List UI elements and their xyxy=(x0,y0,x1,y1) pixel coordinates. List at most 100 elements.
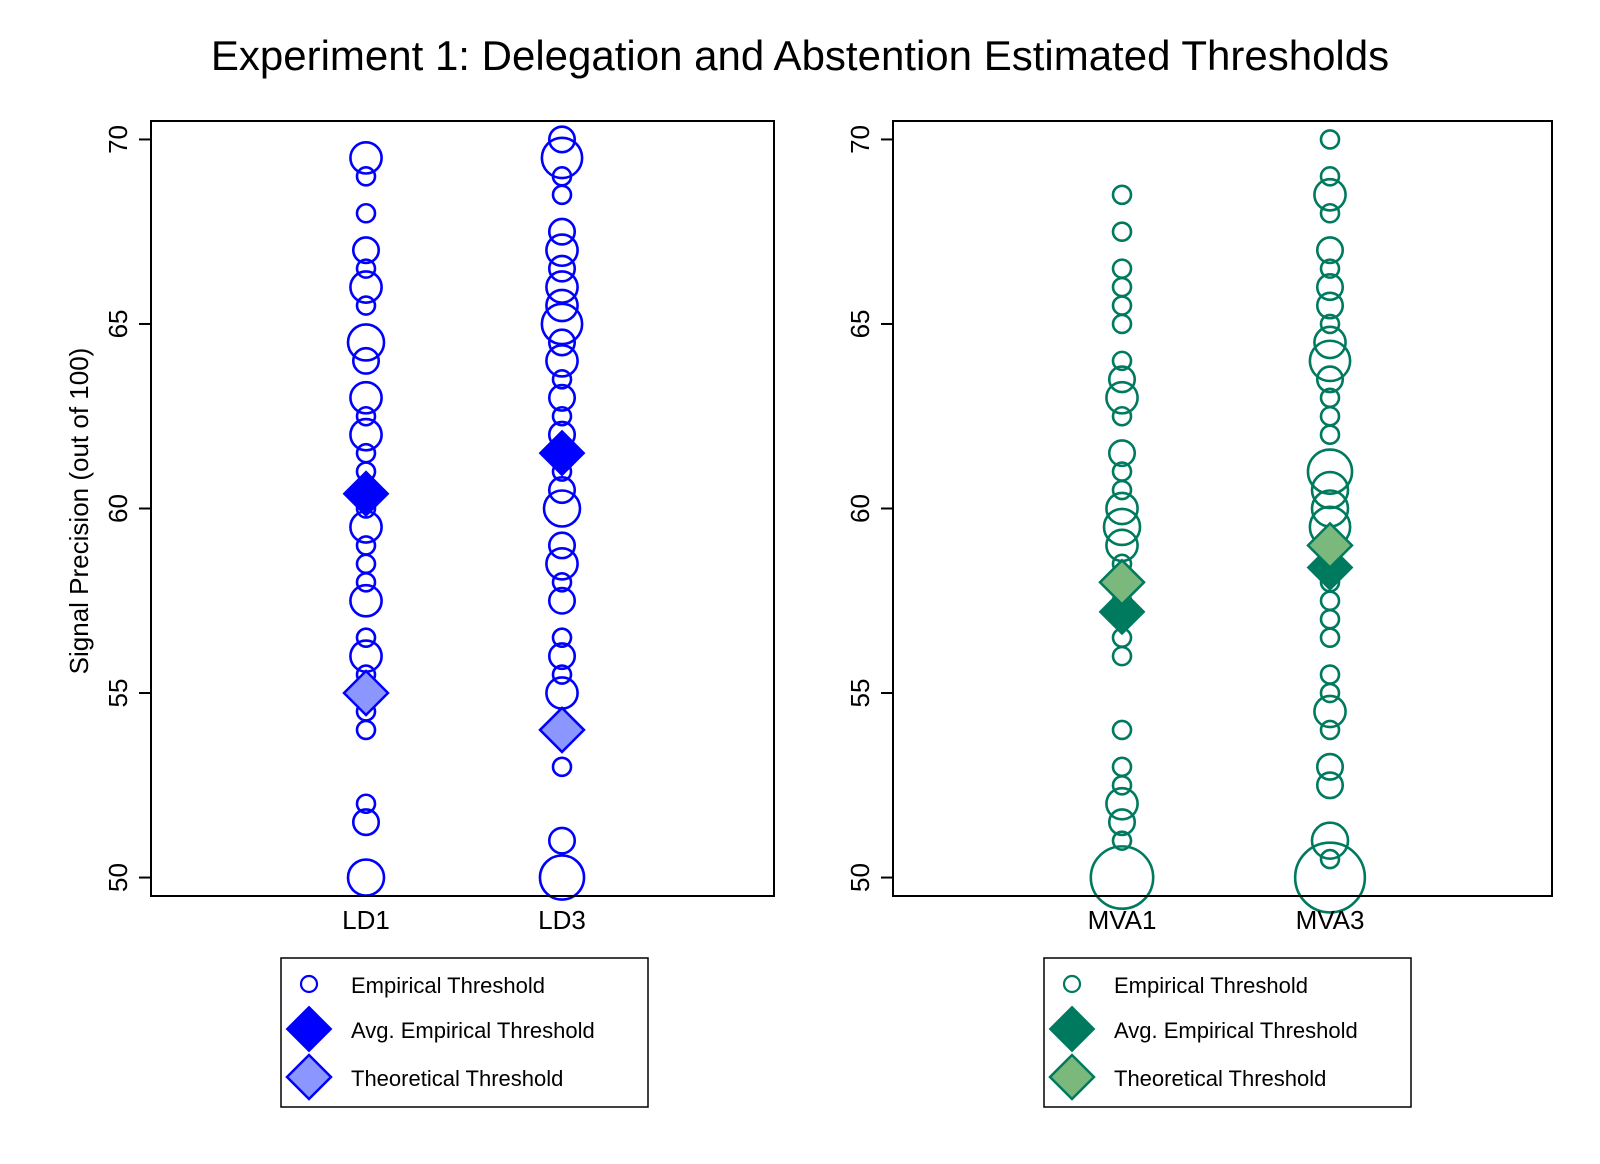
empirical-threshold-point xyxy=(1107,365,1137,394)
empirical-threshold-point xyxy=(1319,664,1341,685)
empirical-threshold-point xyxy=(1313,694,1347,729)
legend-theoretical-marker xyxy=(285,1053,333,1101)
empirical-threshold-point xyxy=(1310,821,1350,860)
empirical-threshold-point xyxy=(1315,291,1345,320)
empirical-threshold-point xyxy=(547,531,577,560)
legend-empirical-marker xyxy=(1062,974,1082,994)
plot-area-left xyxy=(150,120,775,897)
legend-entry-label: Avg. Empirical Threshold xyxy=(351,1018,595,1043)
empirical-threshold-point xyxy=(1111,719,1133,741)
empirical-threshold-point xyxy=(355,442,377,464)
empirical-threshold-point xyxy=(1319,258,1341,279)
empirical-threshold-point xyxy=(545,546,579,581)
empirical-threshold-point xyxy=(542,489,582,528)
empirical-threshold-point xyxy=(538,854,586,901)
empirical-threshold-point xyxy=(355,405,377,427)
empirical-threshold-point xyxy=(1319,590,1341,612)
legend-box xyxy=(1043,957,1412,1108)
x-tick-label: LD1 xyxy=(342,905,390,935)
chart-title: Experiment 1: Delegation and Abstention … xyxy=(211,32,1389,79)
empirical-threshold-point xyxy=(1308,339,1352,383)
empirical-threshold-point xyxy=(1315,236,1345,265)
empirical-threshold-point xyxy=(1319,313,1341,335)
x-tick-label: LD3 xyxy=(538,905,586,935)
legend-average-marker xyxy=(285,1005,333,1053)
legend-entry-label: Theoretical Threshold xyxy=(1114,1066,1326,1091)
empirical-threshold-point xyxy=(355,166,377,187)
empirical-threshold-point xyxy=(1111,221,1133,243)
empirical-threshold-point xyxy=(349,583,383,618)
empirical-threshold-point xyxy=(551,627,573,648)
empirical-threshold-point xyxy=(547,125,577,154)
avg-empirical-threshold-point xyxy=(342,470,390,518)
empirical-threshold-point xyxy=(1319,166,1341,187)
panel-left: Signal Precision (out of 100) 5055606570… xyxy=(64,120,775,1108)
empirical-threshold-point xyxy=(551,664,573,685)
legend-entry-label: Empirical Threshold xyxy=(351,973,545,998)
empirical-threshold-point xyxy=(547,826,577,855)
empirical-threshold-point xyxy=(1111,405,1133,427)
empirical-threshold-point xyxy=(551,572,573,593)
empirical-threshold-point xyxy=(1105,380,1139,415)
empirical-threshold-point xyxy=(355,258,377,279)
empirical-threshold-point xyxy=(355,295,377,316)
empirical-threshold-point xyxy=(351,346,381,375)
empirical-threshold-point xyxy=(355,553,377,575)
empirical-threshold-point xyxy=(349,417,383,452)
empirical-threshold-point xyxy=(547,476,577,505)
empirical-threshold-point xyxy=(547,642,577,671)
empirical-threshold-point xyxy=(545,343,579,378)
avg-empirical-threshold-point xyxy=(538,429,586,477)
empirical-threshold-point xyxy=(1107,808,1137,837)
empirical-threshold-point xyxy=(1319,719,1341,741)
empirical-threshold-point xyxy=(355,793,377,815)
empirical-threshold-point xyxy=(1319,202,1341,224)
empirical-threshold-point xyxy=(1102,507,1142,547)
theoretical-threshold-point xyxy=(1306,521,1354,570)
empirical-threshold-point xyxy=(545,676,579,710)
y-tick-label: 55 xyxy=(103,679,133,708)
empirical-threshold-point xyxy=(547,254,577,283)
empirical-threshold-point xyxy=(1111,756,1133,778)
empirical-threshold-point xyxy=(1313,325,1347,360)
empirical-threshold-point xyxy=(1105,786,1139,821)
empirical-threshold-point xyxy=(349,380,383,415)
legend-entry-label: Theoretical Threshold xyxy=(351,1066,563,1091)
empirical-threshold-point xyxy=(1111,479,1133,501)
empirical-threshold-point xyxy=(540,302,584,346)
empirical-threshold-point xyxy=(1111,774,1133,796)
empirical-threshold-point xyxy=(1315,365,1345,394)
x-tick-label: MVA1 xyxy=(1088,905,1157,935)
empirical-threshold-point xyxy=(545,288,579,323)
empirical-threshold-point xyxy=(346,323,386,362)
y-tick-label: 55 xyxy=(845,679,875,708)
empirical-threshold-point xyxy=(1315,273,1345,302)
empirical-threshold-point xyxy=(547,217,577,246)
empirical-threshold-point xyxy=(1319,405,1341,427)
legend-empirical-marker xyxy=(299,974,319,994)
empirical-threshold-point xyxy=(1319,627,1341,648)
empirical-threshold-point xyxy=(1315,771,1345,800)
y-tick-label: 50 xyxy=(103,863,133,892)
empirical-threshold-point xyxy=(540,136,584,180)
empirical-threshold-point xyxy=(1111,258,1133,279)
y-tick-label: 60 xyxy=(103,494,133,523)
plot-area-right xyxy=(892,120,1553,897)
empirical-threshold-point xyxy=(1111,184,1133,206)
empirical-threshold-point xyxy=(349,270,383,304)
legend-entry-label: Empirical Threshold xyxy=(1114,973,1308,998)
y-tick-label: 50 xyxy=(845,863,875,892)
empirical-threshold-point xyxy=(346,858,386,897)
empirical-threshold-point xyxy=(1293,841,1367,914)
legend-entry-label: Avg. Empirical Threshold xyxy=(1114,1018,1358,1043)
empirical-threshold-point xyxy=(1111,276,1133,298)
empirical-threshold-point xyxy=(1315,752,1345,781)
empirical-threshold-point xyxy=(1089,845,1155,911)
empirical-threshold-point xyxy=(1319,682,1341,704)
